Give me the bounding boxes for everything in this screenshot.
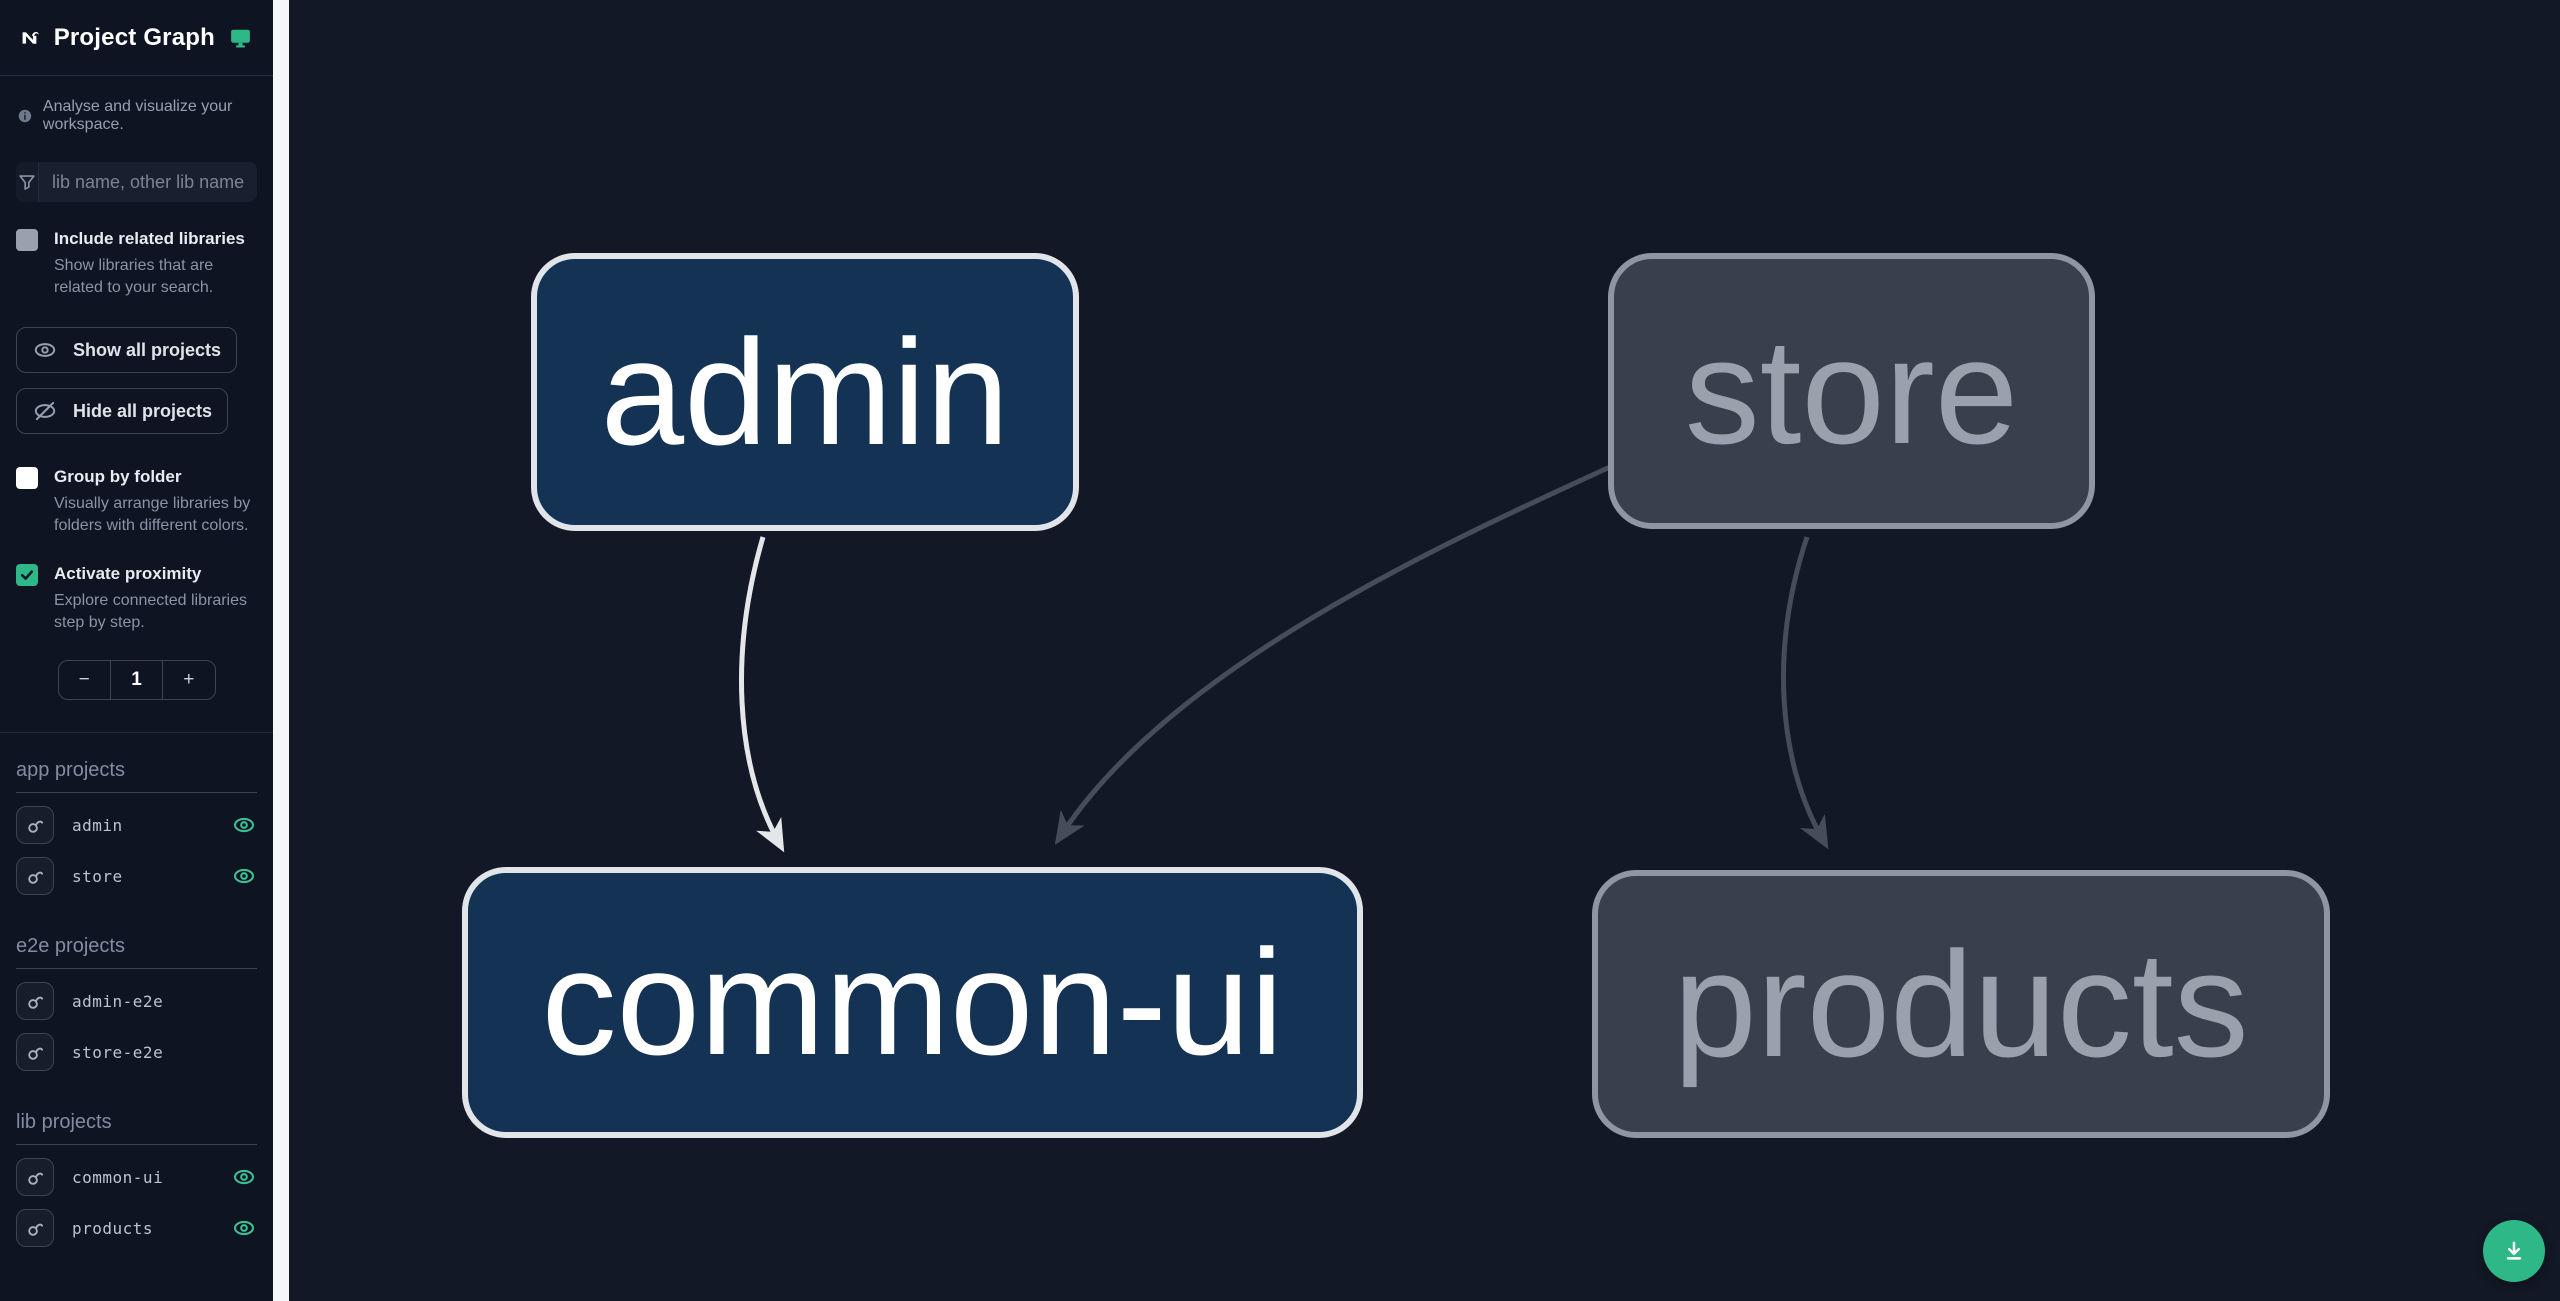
activate-proximity-checkbox[interactable] xyxy=(16,564,38,587)
project-name[interactable]: admin-e2e xyxy=(72,991,164,1011)
dependency-edges xyxy=(739,464,1829,853)
workspace-subtitle-row: Analyse and visualize your workspace. xyxy=(0,98,273,134)
project-row-store-e2e: store-e2e xyxy=(16,1033,257,1072)
project-name[interactable]: store xyxy=(72,866,123,886)
edge-store-to-products xyxy=(1781,536,1829,850)
proximity-decrement-button[interactable]: − xyxy=(78,669,90,691)
info-icon xyxy=(18,109,32,123)
focus-project-button[interactable] xyxy=(16,857,54,896)
project-row-common-ui: common-ui xyxy=(16,1158,257,1197)
activate-proximity-label: Activate proximity xyxy=(54,564,202,584)
project-name[interactable]: store-e2e xyxy=(72,1042,164,1062)
page-title: Project Graph xyxy=(53,23,215,51)
focus-icon xyxy=(27,996,43,1009)
graph-node-common-ui[interactable]: common-ui xyxy=(462,867,1363,1138)
eye-off-icon xyxy=(34,402,56,421)
group-by-folder-label: Group by folder xyxy=(54,467,182,487)
hide-all-projects-button[interactable]: Hide all projects xyxy=(16,388,229,435)
focus-project-button[interactable] xyxy=(16,1209,54,1248)
project-name[interactable]: common-ui xyxy=(72,1167,164,1187)
graph-node-products[interactable]: products xyxy=(1592,870,2330,1138)
monitor-icon xyxy=(231,29,250,48)
project-name[interactable]: admin xyxy=(72,815,123,835)
workspace-subtitle: Analyse and visualize your workspace. xyxy=(42,98,233,133)
project-row-products: products xyxy=(16,1209,257,1248)
visibility-eye-icon[interactable] xyxy=(231,863,257,889)
show-all-projects-button[interactable]: Show all projects xyxy=(16,327,238,374)
group-by-folder-option: Group by folder Visually arrange librari… xyxy=(0,466,273,537)
include-related-option: Include related libraries Show libraries… xyxy=(0,228,273,299)
activate-proximity-description: Explore connected libraries step by step… xyxy=(54,592,247,632)
edge-store-to-common-ui xyxy=(1054,464,1612,845)
check-icon xyxy=(20,570,34,581)
include-related-description: Show libraries that are related to your … xyxy=(54,257,214,297)
focus-icon xyxy=(27,1172,43,1185)
edge-admin-to-common-ui xyxy=(739,536,785,853)
group-by-folder-description: Visually arrange libraries by folders wi… xyxy=(54,495,251,535)
nx-logo xyxy=(22,31,39,44)
filter-icon xyxy=(19,175,35,190)
proximity-stepper: − 1 + xyxy=(57,660,216,701)
proximity-increment-button[interactable]: + xyxy=(183,669,195,691)
graph-node-admin[interactable]: admin xyxy=(531,253,1079,531)
sidebar-splitter[interactable] xyxy=(273,0,289,1301)
hide-all-projects-label: Hide all projects xyxy=(73,400,213,421)
proximity-value: 1 xyxy=(109,661,164,700)
section-title-app-projects: app projects xyxy=(16,759,257,794)
activate-proximity-option: Activate proximity Explore connected lib… xyxy=(0,563,273,634)
section-title-lib-projects: lib projects xyxy=(16,1111,257,1146)
focus-project-button[interactable] xyxy=(16,1158,54,1197)
focus-icon xyxy=(27,820,43,833)
focus-icon xyxy=(27,1047,43,1060)
project-name[interactable]: products xyxy=(72,1218,154,1238)
download-icon xyxy=(2506,1241,2522,1260)
eye-icon xyxy=(34,343,56,357)
focus-project-button[interactable] xyxy=(16,1033,54,1072)
project-sections: app projects admin store xyxy=(0,759,273,1248)
include-related-checkbox[interactable] xyxy=(16,229,38,251)
section-title-e2e-projects: e2e projects xyxy=(16,935,257,970)
filter-icon-cell xyxy=(16,162,39,202)
focus-icon xyxy=(27,1223,43,1236)
project-row-admin-e2e: admin-e2e xyxy=(16,982,257,1021)
include-related-label: Include related libraries xyxy=(54,229,245,248)
focus-project-button[interactable] xyxy=(16,806,54,845)
visibility-eye-icon[interactable] xyxy=(231,1164,257,1190)
focus-icon xyxy=(27,871,43,884)
search-box xyxy=(16,162,257,202)
graph-canvas[interactable]: admin store common-ui products xyxy=(289,0,2560,1301)
sidebar: Project Graph Analyse and visualize your… xyxy=(0,0,273,1301)
visibility-eye-icon[interactable] xyxy=(231,1215,257,1241)
graph-node-store[interactable]: store xyxy=(1608,253,2095,529)
group-by-folder-checkbox[interactable] xyxy=(16,467,38,490)
sidebar-header: Project Graph xyxy=(0,0,273,76)
project-row-store: store xyxy=(16,857,257,896)
visibility-eye-icon[interactable] xyxy=(231,812,257,838)
search-input[interactable] xyxy=(39,162,257,202)
focus-project-button[interactable] xyxy=(16,982,54,1021)
project-row-admin: admin xyxy=(16,806,257,845)
download-image-button[interactable] xyxy=(2483,1220,2545,1282)
show-all-projects-label: Show all projects xyxy=(73,339,222,360)
sidebar-divider xyxy=(0,732,273,734)
